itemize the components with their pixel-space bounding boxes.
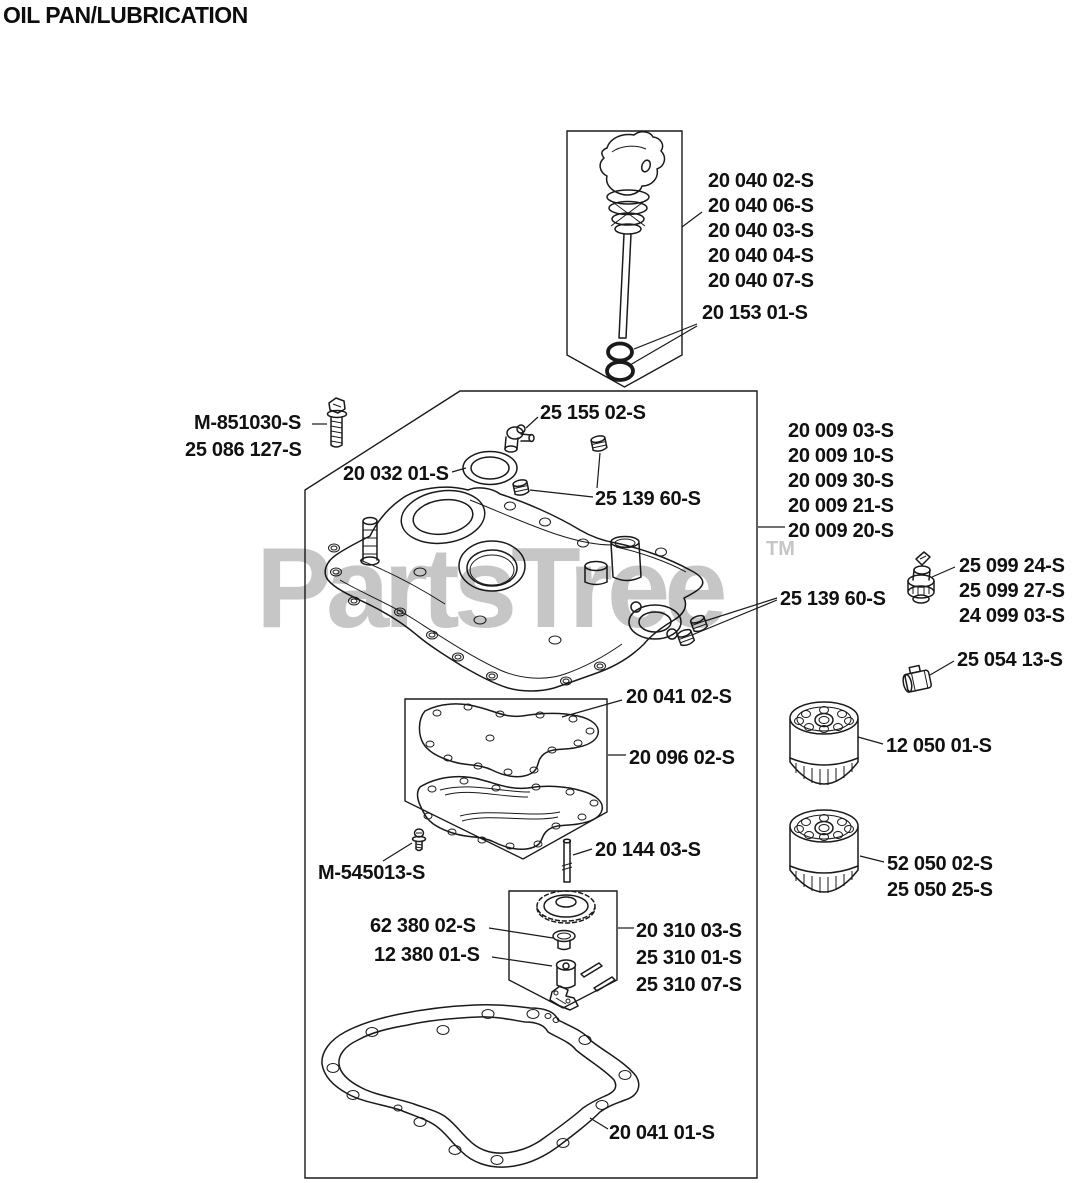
dipstick-drawing	[599, 131, 666, 382]
oil-pan-gasket-drawing	[321, 1004, 640, 1168]
part-label-12-050-01-s: 12 050 01-S	[886, 735, 992, 757]
oil-seal-drawing	[462, 450, 518, 486]
part-label-20-153-01-s: 20 153 01-S	[702, 302, 808, 324]
part-label-20-009-30-s: 20 009 30-S	[788, 470, 894, 492]
part-label-20-040-07-s: 20 040 07-S	[708, 270, 814, 292]
part-label-25-139-60-s-2: 25 139 60-S	[780, 588, 886, 610]
part-label-25-099-24-s: 25 099 24-S	[959, 555, 1065, 577]
part-label-52-050-02-s: 52 050 02-S	[887, 853, 993, 875]
screw-drawing	[411, 828, 427, 852]
part-label-20-096-02-s: 20 096 02-S	[629, 747, 735, 769]
part-label-24-099-03-s: 24 099 03-S	[959, 605, 1065, 627]
part-label-20-040-02-s: 20 040 02-S	[708, 170, 814, 192]
dipstick-group-box	[566, 130, 683, 388]
part-label-20-009-03-s: 20 009 03-S	[788, 420, 894, 442]
o-ring-icon	[606, 341, 634, 363]
part-label-20-040-03-s: 20 040 03-S	[708, 220, 814, 242]
oil-pump-group-box	[508, 890, 618, 1009]
part-label-25-099-27-s: 25 099 27-S	[959, 580, 1065, 602]
part-label-20-009-20-s: 20 009 20-S	[788, 520, 894, 542]
closure-plate-gasket-drawing	[418, 703, 600, 778]
part-label-20-009-21-s: 20 009 21-S	[788, 495, 894, 517]
part-label-25-139-60-s: 25 139 60-S	[595, 488, 701, 510]
part-label-25-155-02-s: 25 155 02-S	[540, 402, 646, 424]
part-label-25-310-01-s: 25 310 01-S	[636, 947, 742, 969]
part-label-62-380-02-s: 62 380 02-S	[370, 915, 476, 937]
part-label-20-009-10-s: 20 009 10-S	[788, 445, 894, 467]
part-label-20-041-01-s: 20 041 01-S	[609, 1122, 715, 1144]
part-label-12-380-01-s: 12 380 01-S	[374, 944, 480, 966]
part-label-20-040-06-s: 20 040 06-S	[708, 195, 814, 217]
oil-pressure-switch-drawing	[907, 551, 935, 604]
pipe-plug-icons	[512, 435, 709, 647]
part-label-20-032-01-s: 20 032 01-S	[343, 463, 449, 485]
part-label-m-545013-s: M-545013-S	[318, 862, 426, 884]
part-label-25-310-07-s: 25 310 07-S	[636, 974, 742, 996]
flange-bolt-drawing	[326, 397, 348, 448]
part-label-20-040-04-s: 20 040 04-S	[708, 245, 814, 267]
leader-lines	[312, 211, 956, 1130]
part-label-25-054-13-s: 25 054 13-S	[957, 649, 1063, 671]
part-label-20-310-03-s: 20 310 03-S	[636, 920, 742, 942]
baffle-plate-drawing	[416, 775, 604, 850]
oil-pump-parts-drawing	[536, 890, 616, 1011]
part-label-20-041-02-s: 20 041 02-S	[626, 686, 732, 708]
oil-filter-drawing	[789, 701, 859, 893]
main-assembly-box	[304, 390, 758, 1179]
page-title: OIL PAN/LUBRICATION	[3, 2, 248, 28]
part-label-25-086-127-s: 25 086 127-S	[185, 439, 302, 461]
stud-drawing	[561, 838, 573, 883]
small-fitting-drawing	[902, 664, 933, 693]
o-ring-icon	[605, 360, 635, 382]
part-label-25-050-25-s: 25 050 25-S	[887, 879, 993, 901]
part-label-20-144-03-s: 20 144 03-S	[595, 839, 701, 861]
gasket-group-box	[404, 698, 608, 860]
closure-plate-drawing	[324, 486, 704, 692]
elbow-fitting-drawing	[504, 424, 535, 453]
part-label-m-851030-s: M-851030-S	[194, 412, 302, 434]
